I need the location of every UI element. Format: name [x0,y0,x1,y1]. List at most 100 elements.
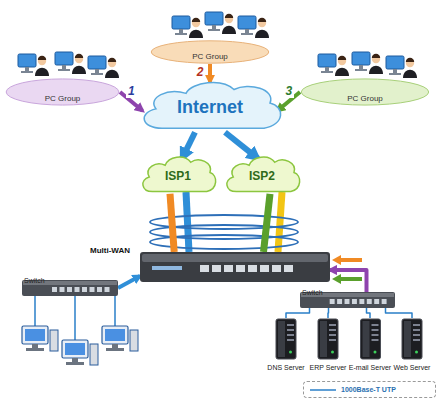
server-shape [307,318,349,362]
drawing-part [371,329,378,331]
connector [225,132,258,158]
monitor-base [321,71,333,73]
server: Web Server [391,318,433,374]
switch: Switch [22,280,118,296]
pc-screen [105,329,125,341]
drawing-part [144,83,280,129]
internet-cloud: Internet [135,76,285,134]
drawing-part [404,321,411,357]
drawing-part [301,79,428,105]
legend-box: 1000Base-T UTP [303,381,436,398]
multi-wan-router-shape [140,252,330,282]
internet-cloud-label: Internet [177,98,243,118]
utp-wire [34,296,36,326]
utp-line [310,389,336,391]
monitor-stand [179,29,183,33]
drawing-part [337,299,342,304]
person-head [108,59,116,67]
person-body [369,66,383,74]
drawing-part [413,324,420,326]
person-hair [258,18,266,22]
monitor-stand [245,29,249,33]
drawing-part [97,287,102,292]
wan-band [278,192,282,252]
drawing-part [75,287,80,292]
monitor-stand [325,67,329,71]
drawing-part [287,324,294,326]
monitor-base [58,69,70,71]
server: DNS Server [265,318,307,374]
isp-cloud-label: ISP1 [165,170,191,183]
drawing-part [318,319,338,359]
drawing-part [276,319,296,359]
drawing-part [224,265,233,272]
drawing-part [60,287,65,292]
callout-number: 3 [283,85,294,98]
drawing-part [287,334,294,336]
pc-group-people [18,12,417,78]
drawing-part [329,334,336,336]
monitor-base [241,33,253,35]
isp-cloud: ISP2 [222,152,302,196]
drawing-part [52,287,57,292]
drawing-part [140,252,330,282]
monitor-stand [95,69,99,73]
drawing-part [373,351,376,354]
drawing-part [289,351,292,354]
connector [286,308,310,318]
pc-group: PC Group [5,78,120,106]
monitor-stand [62,65,66,69]
person-body [189,30,203,38]
drawing-part [382,299,387,304]
drawing-part [415,351,418,354]
drawing-part [152,266,182,270]
drawing-part [413,329,420,331]
person-head [38,57,46,65]
monitor-base [175,33,187,35]
pc-group-label: PC Group [347,95,383,104]
connector [182,132,195,158]
monitor-base [208,29,220,31]
drawing-part [371,334,378,336]
utp-wire [114,296,116,326]
server-shape [265,318,307,362]
monitor-base [91,73,103,75]
pc-stand [112,344,118,348]
monitor [205,12,223,25]
monitor [88,56,106,69]
traffic-arrow [340,277,362,281]
pc-group: PC Group [300,78,430,106]
traffic-arrowhead [332,255,341,265]
pc-base [26,348,44,351]
pc-group-label: PC Group [45,95,81,104]
pc-tower [50,330,58,351]
multi-wan-router: Multi-WAN [140,252,330,282]
traffic-arrowhead [332,274,341,284]
connector [170,194,174,252]
server: ERP Server [307,318,349,374]
person-hair [372,54,380,58]
drawing-part [151,41,269,63]
connector [264,194,271,252]
drawing-part [260,265,269,272]
monitor-stand [359,65,363,69]
multi-wan-router-label: Multi-WAN [90,247,130,256]
server-label: Web Server [394,364,431,372]
drawing-part [105,287,110,292]
person-hair [108,58,116,62]
traffic-arrow [340,258,362,262]
pc-tower [90,344,98,365]
drawing-part [362,321,369,357]
person-body [35,68,49,76]
person-head [192,19,200,27]
monitor [172,16,190,29]
drawing-part [212,265,221,272]
person-hair [192,18,200,22]
drawing-part [90,287,95,292]
connector [386,308,413,318]
isp-cloud: ISP1 [138,152,218,196]
drawing-part [320,321,327,357]
pc-stand [72,358,78,362]
drawing-part [371,324,378,326]
